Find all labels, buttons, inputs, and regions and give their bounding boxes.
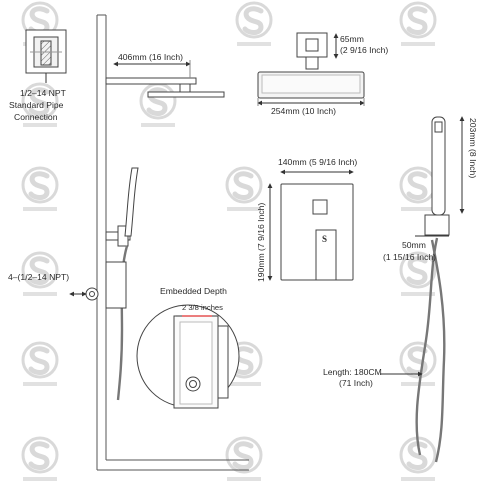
flange-height-in: (2 9/16 Inch) xyxy=(340,45,389,55)
pipe-thread-detail xyxy=(25,29,67,83)
watermark-logo xyxy=(231,0,277,54)
watermark-logo xyxy=(17,81,63,135)
pipe-standard-label-2: Connection xyxy=(14,112,58,122)
holder-size-mm: 50mm xyxy=(402,240,426,250)
watermark-logo xyxy=(221,165,267,219)
hose-length-line1: Length: 180CM xyxy=(323,367,382,377)
watermark-logo xyxy=(17,165,63,219)
diverter-knob-icon: S xyxy=(322,234,327,244)
holder-size-in: (1 15/16 Inch) xyxy=(383,252,437,262)
handheld-length-label: 203mm (8 Inch) xyxy=(468,118,478,179)
hand-shower-set xyxy=(380,116,465,463)
shower-arm-side xyxy=(105,60,225,98)
flange-height-mm: 65mm xyxy=(340,34,364,44)
head-width-label: 254mm (10 Inch) xyxy=(271,106,336,116)
hose-length-line2: (71 Inch) xyxy=(339,378,373,388)
embedded-depth-detail xyxy=(136,304,240,409)
watermark-logo xyxy=(17,435,63,489)
watermark-logo xyxy=(221,435,267,489)
watermark-logo xyxy=(17,250,63,304)
watermark-logo xyxy=(395,0,441,54)
plate-width-label: 140mm (5 9/16 Inch) xyxy=(278,157,358,167)
watermark-logo xyxy=(395,250,441,304)
embedded-depth-title: Embedded Depth xyxy=(160,286,227,296)
pipe-standard-label-1: Standard Pipe xyxy=(9,100,64,110)
mixer-plate xyxy=(267,169,354,281)
pipe-thread-label: 1/2–14 NPT xyxy=(20,88,66,98)
wall xyxy=(96,14,249,471)
wall-valve xyxy=(69,261,127,309)
valve-ports-label: 4–(1/2–14 NPT) xyxy=(8,272,70,282)
arm-length-label: 406mm (16 Inch) xyxy=(118,52,183,62)
plate-height-label: 190mm (7 9/16 Inch) xyxy=(256,202,266,282)
embedded-depth-value: 2 3/8 inches xyxy=(182,303,223,312)
rain-shower-head xyxy=(257,32,365,106)
watermark-logo xyxy=(17,340,63,394)
